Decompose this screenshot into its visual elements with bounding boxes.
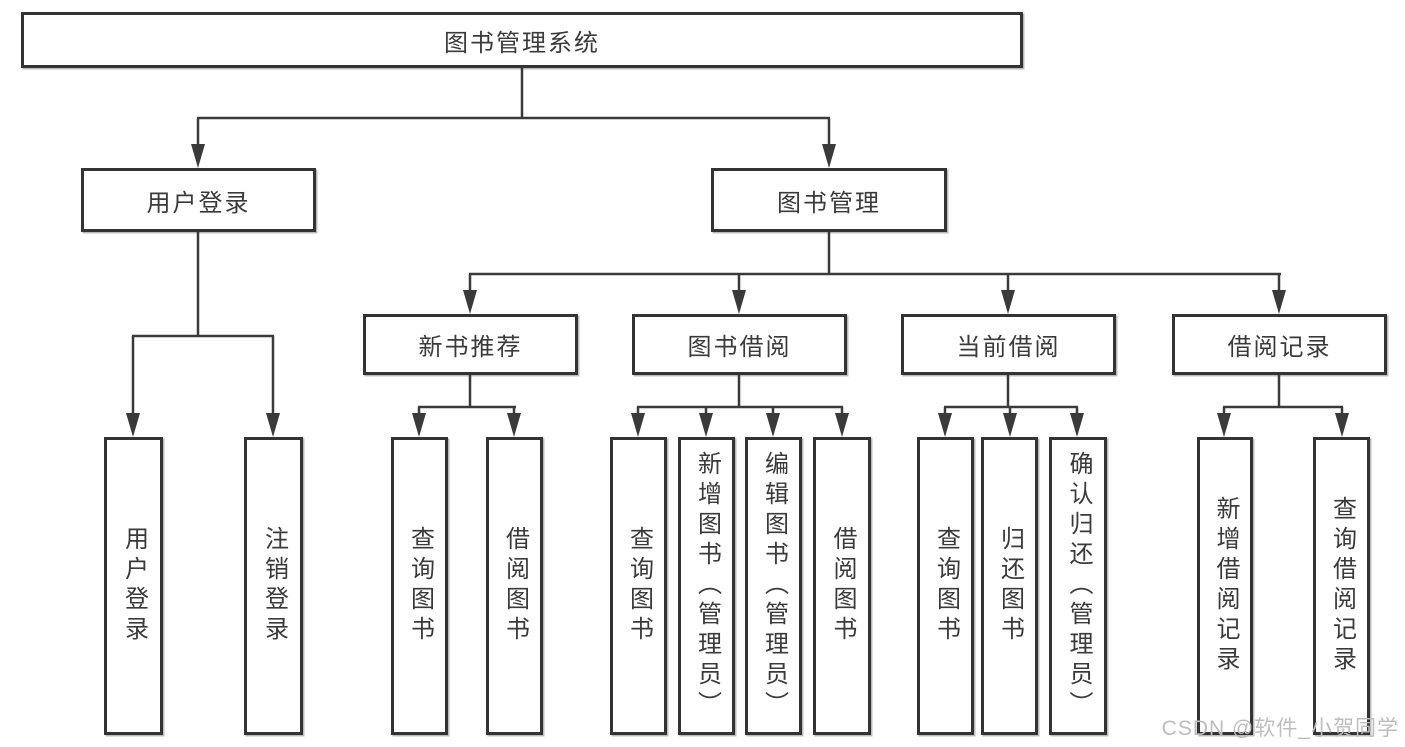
arrow-head xyxy=(507,413,521,437)
node-label: 查询图书 xyxy=(932,526,960,646)
arrow-head xyxy=(822,144,836,168)
leaf-query-book-borrow: 查询图书 xyxy=(610,437,667,735)
leaf-query-book-current: 查询图书 xyxy=(917,437,974,735)
leaf-logout: 注销登录 xyxy=(244,437,303,735)
node-label: 新增借阅记录 xyxy=(1212,496,1239,676)
leaf-query-book-recommend: 查询图书 xyxy=(391,437,448,735)
node-label: 当前借阅 xyxy=(956,334,1061,361)
node-user-login: 用户登录 xyxy=(81,168,316,232)
node-label: 用户登录 xyxy=(120,526,148,646)
node-book-management: 图书管理 xyxy=(711,168,947,232)
arrow-head xyxy=(412,413,426,437)
arrow-head xyxy=(1003,413,1017,437)
node-root: 图书管理系统 xyxy=(21,12,1023,68)
node-label: 归还图书 xyxy=(996,526,1024,646)
arrow-head xyxy=(266,413,280,437)
leaf-edit-book-admin: 编辑图书（管理员） xyxy=(745,437,802,735)
arrow-head xyxy=(631,413,645,437)
leaf-borrow-book: 借阅图书 xyxy=(813,437,871,735)
node-label: 借阅图书 xyxy=(501,526,529,646)
node-borrow-record: 借阅记录 xyxy=(1172,314,1387,375)
leaf-add-book-admin: 新增图书（管理员） xyxy=(678,437,735,735)
leaf-confirm-return-admin: 确认归还（管理员） xyxy=(1049,437,1107,735)
node-label: 查询图书 xyxy=(625,526,653,646)
node-label: 图书管理系统 xyxy=(444,29,600,57)
node-new-book-recommend: 新书推荐 xyxy=(363,314,578,375)
node-label: 新书推荐 xyxy=(418,334,523,361)
node-label: 查询图书 xyxy=(406,526,434,646)
arrow-head xyxy=(732,290,746,314)
leaf-add-borrow-record: 新增借阅记录 xyxy=(1197,437,1253,735)
arrow-head xyxy=(1335,413,1349,437)
node-label: 新增图书（管理员） xyxy=(693,451,721,721)
arrow-head xyxy=(1001,290,1015,314)
arrow-head xyxy=(1217,413,1231,437)
node-book-borrow: 图书借阅 xyxy=(632,314,847,375)
node-label: 图书管理 xyxy=(777,189,881,217)
node-label: 借阅图书 xyxy=(829,526,856,646)
leaf-borrow-book-recommend: 借阅图书 xyxy=(486,437,543,735)
arrow-head xyxy=(1272,290,1286,314)
arrow-head xyxy=(938,413,952,437)
leaf-user-login: 用户登录 xyxy=(104,437,163,735)
arrow-head xyxy=(835,413,849,437)
node-current-borrow: 当前借阅 xyxy=(901,314,1116,375)
watermark: CSDN @软件_小贺同学 xyxy=(1161,717,1399,740)
node-label: 注销登录 xyxy=(260,526,288,646)
node-label: 图书借阅 xyxy=(687,334,792,361)
arrow-head xyxy=(699,413,713,437)
node-label: 查询借阅记录 xyxy=(1328,496,1356,676)
node-label: 编辑图书（管理员） xyxy=(760,451,788,721)
arrow-head xyxy=(191,144,205,168)
node-label: 用户登录 xyxy=(146,189,251,217)
arrow-head xyxy=(766,413,780,437)
leaf-return-book: 归还图书 xyxy=(981,437,1038,735)
node-label: 确认归还（管理员） xyxy=(1065,451,1092,721)
leaf-query-borrow-record: 查询借阅记录 xyxy=(1313,437,1370,735)
arrow-head xyxy=(1070,413,1084,437)
arrow-head xyxy=(463,290,477,314)
arrow-head xyxy=(126,413,140,437)
node-label: 借阅记录 xyxy=(1227,334,1332,361)
